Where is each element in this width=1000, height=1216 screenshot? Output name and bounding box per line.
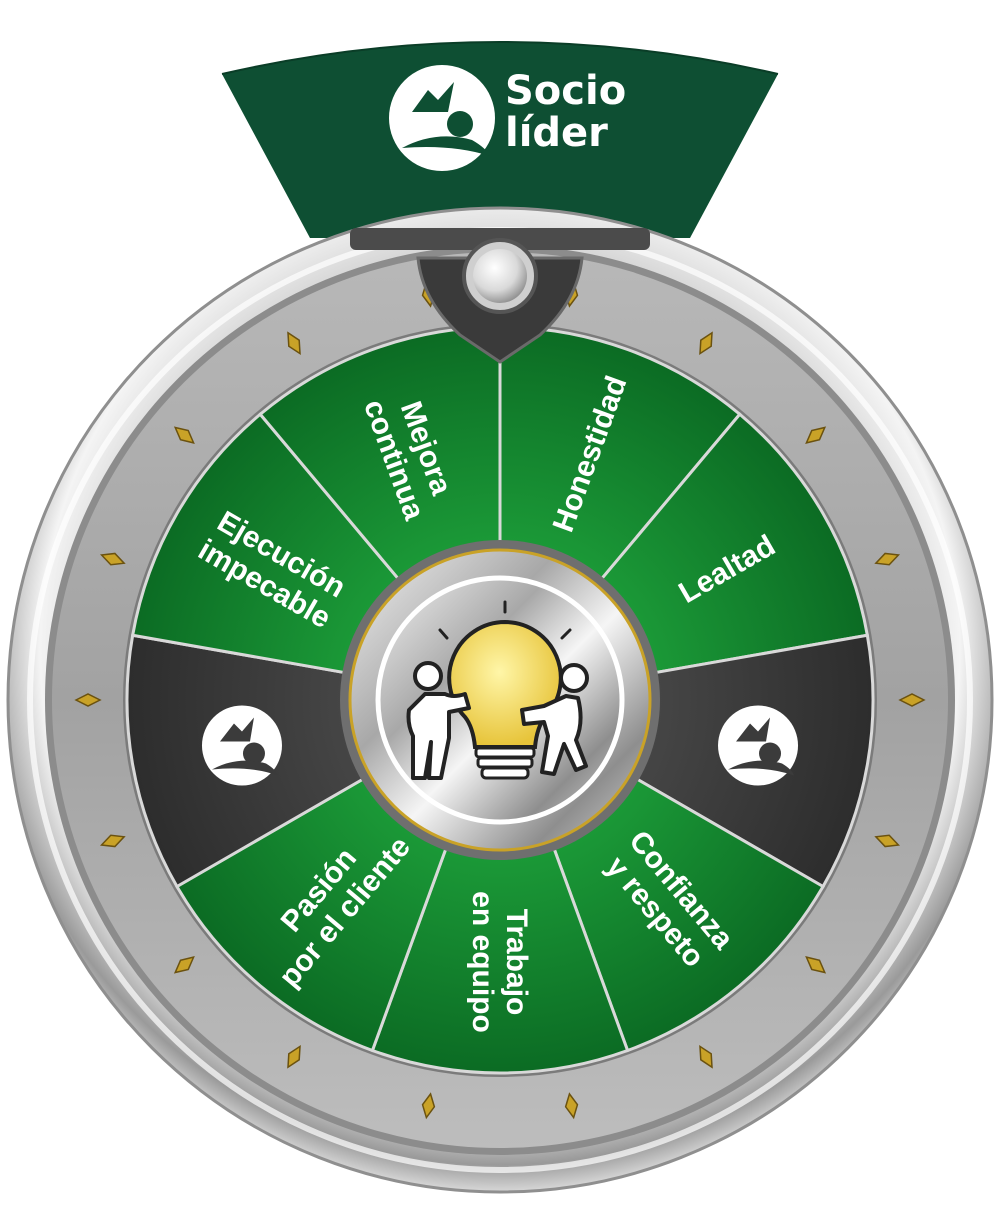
rim-stud: [173, 426, 195, 444]
rim-stud: [99, 834, 126, 848]
flag-person-icon: [389, 65, 495, 171]
brand-name: Socio líder: [505, 70, 626, 154]
rim-stud: [99, 552, 126, 566]
rim-stud: [74, 693, 102, 707]
rim-stud: [564, 1092, 579, 1120]
brand-line-1: Socio: [505, 68, 627, 114]
segments-layer: [125, 325, 875, 1075]
rim-stud: [805, 956, 827, 974]
lightbulb-team-icon: [406, 600, 589, 780]
rim-stud: [874, 834, 901, 848]
segment-label: Trabajoen equipo: [466, 891, 533, 1033]
rim-stud: [287, 331, 301, 356]
brand-banner: [221, 41, 779, 238]
rim-stud: [421, 1092, 436, 1120]
rim-stud: [874, 552, 901, 566]
studs-layer: [74, 280, 926, 1120]
rim-stud: [699, 331, 713, 356]
rim-stud: [173, 956, 195, 974]
climber-icon: [201, 705, 282, 786]
rim-stud: [699, 1044, 713, 1069]
rim-stud: [805, 426, 827, 444]
rim-stud: [287, 1044, 301, 1069]
rim-stud: [898, 693, 926, 707]
flag-person-icon: [718, 705, 799, 786]
brand-line-2: líder: [505, 110, 608, 156]
wheel-pointer-icon: [350, 228, 650, 364]
